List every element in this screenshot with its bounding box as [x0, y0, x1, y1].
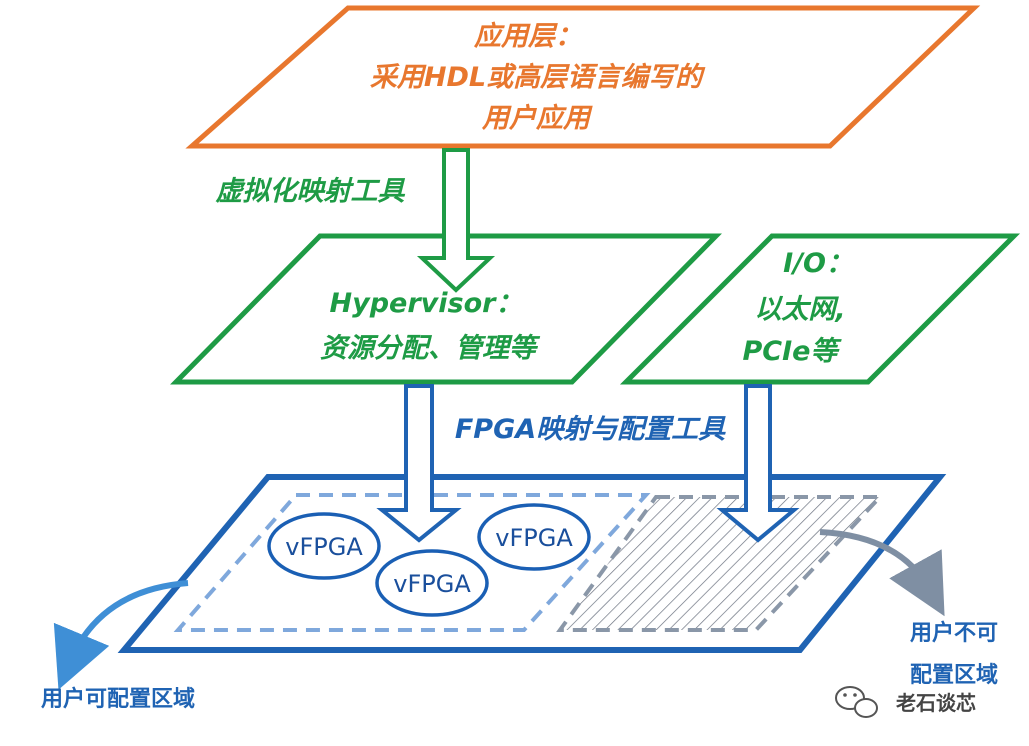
- virtualization-tool-label: 虚拟化映射工具: [216, 176, 406, 207]
- vfpga-label-3: vFPGA: [393, 570, 471, 598]
- io-desc-line2: PCIe等: [743, 336, 843, 367]
- vfpga-ellipse-2: [477, 503, 591, 571]
- wechat-icon: [835, 686, 878, 718]
- configurable-region-label: 用户可配置区域: [41, 686, 195, 712]
- non-configurable-region-label-line2: 配置区域: [910, 662, 998, 688]
- hypervisor-desc: 资源分配、管理等: [320, 333, 541, 364]
- watermark-text: 老石谈芯: [896, 691, 976, 715]
- application-layer-desc-line1: 采用HDL或高层语言编写的: [370, 62, 706, 93]
- io-title: I/O：: [783, 248, 853, 279]
- io-to-fpga-arrow: [716, 384, 800, 543]
- hypervisor-box: [170, 233, 722, 385]
- application-layer-box: [185, 5, 981, 149]
- non-configurable-region-label-line1: 用户不可: [910, 620, 998, 646]
- fpga-tool-label: FPGA映射与配置工具: [455, 414, 726, 445]
- configurable-callout-arrow: [53, 580, 189, 690]
- vfpga-ellipse-3: [375, 549, 489, 617]
- application-layer-title: 应用层：: [473, 21, 582, 52]
- hypervisor-to-fpga-arrow: [376, 384, 462, 543]
- vfpga-label-2: vFPGA: [495, 524, 573, 552]
- io-box: [619, 233, 1021, 385]
- virtualization-arrow: [416, 148, 496, 293]
- hypervisor-title: Hypervisor：: [330, 288, 523, 319]
- io-desc-line1: 以太网,: [754, 294, 845, 325]
- configurable-region: [173, 493, 651, 632]
- vfpga-ellipse-1: [267, 512, 381, 580]
- non-configurable-region: [556, 495, 885, 632]
- non-configurable-callout-arrow: [819, 529, 945, 617]
- vfpga-label-1: vFPGA: [285, 533, 363, 561]
- application-layer-desc-line2: 用户应用: [481, 103, 593, 134]
